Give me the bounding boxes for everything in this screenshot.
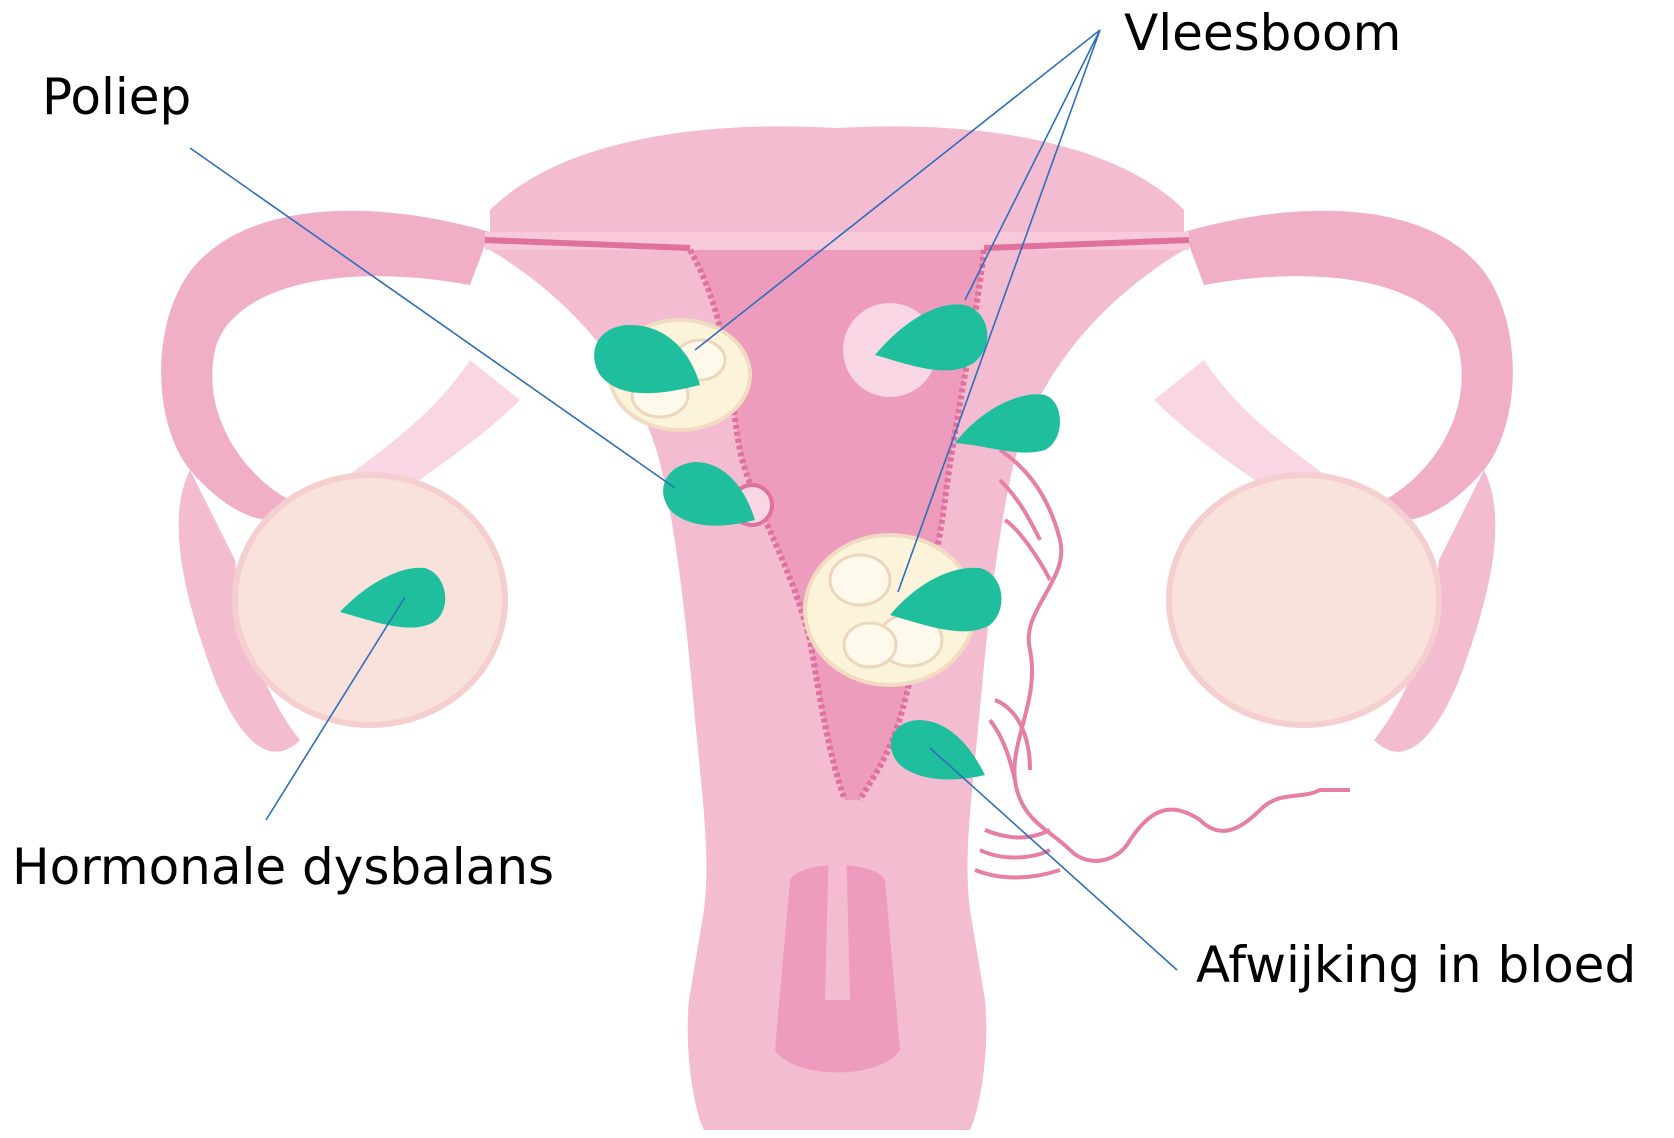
label-vleesboom: Vleesboom xyxy=(1124,8,1401,58)
uterus-top-band xyxy=(485,232,1189,250)
ovary-right xyxy=(1169,475,1439,725)
label-afwijking-in-bloed: Afwijking in bloed xyxy=(1196,940,1636,990)
label-hormonale-dysbalans: Hormonale dysbalans xyxy=(12,842,554,892)
label-poliep: Poliep xyxy=(42,72,191,122)
